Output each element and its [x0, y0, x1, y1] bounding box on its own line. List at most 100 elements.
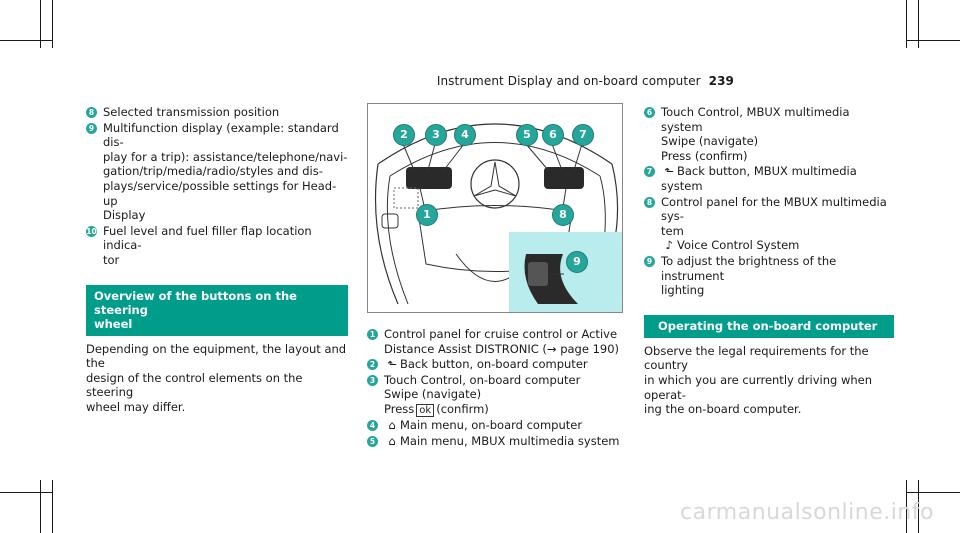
body-line: wheel may differ. — [86, 399, 186, 414]
body-line: Depending on the equipment, the layout a… — [86, 341, 347, 371]
crop-mark — [918, 480, 919, 533]
item-text: lighting — [661, 283, 705, 298]
diagram-callout: 9 — [566, 251, 588, 273]
diagram-callout: 5 — [516, 124, 538, 146]
crop-mark — [906, 492, 960, 493]
item-line: To adjust the brightness of the instrume… — [661, 254, 894, 283]
item-text: gation/trip/media/radio/styles and dis- — [103, 164, 323, 179]
item-text: Multifunction display (example: standard… — [103, 120, 339, 150]
press-label: Press — [384, 401, 415, 416]
item-line: Control panel for the MBUX multimedia sy… — [661, 195, 894, 224]
section-heading: Operating the on-board computer — [644, 314, 894, 338]
list-item: 9 To adjust the brightness of the instrum… — [644, 254, 894, 298]
item-line: ⬑Back button, on-board computer — [384, 357, 629, 372]
steering-wheel-illustration — [374, 123, 622, 312]
body-line: design of the control elements on the st… — [86, 370, 303, 400]
back-or-home-icon: ⬑ — [387, 357, 397, 372]
item-number-badge: 9 — [644, 255, 655, 267]
item-number-badge: 7 — [644, 166, 655, 178]
diagram-callout: 2 — [393, 124, 415, 146]
back-or-home-icon: ⌂ — [388, 433, 396, 448]
heading-line: wheel — [94, 316, 133, 331]
item-subline: Swipe (navigate) — [661, 134, 894, 149]
page-number: 239 — [708, 74, 734, 88]
item-line: gation/trip/media/radio/styles and dis- — [103, 164, 348, 179]
left-control-panel — [406, 167, 452, 189]
item-line: play for a trip): assistance/telephone/n… — [103, 150, 348, 165]
item-line: lighting — [661, 283, 894, 298]
thumbwheel — [528, 262, 548, 286]
body-line: ing the on-board computer. — [644, 402, 802, 417]
list-item: 2 ⬑Back button, on-board computer — [367, 357, 629, 372]
press-suffix: (confirm) — [436, 401, 489, 416]
item-number-badge: 8 — [644, 196, 655, 208]
item-text: Distance Assist DISTRONIC (→ page 190) — [384, 341, 620, 356]
item-line: plays/service/possible settings for Head… — [103, 179, 348, 208]
item-text: To adjust the brightness of the instrume… — [661, 253, 837, 283]
crop-mark — [0, 492, 53, 493]
section-overview-buttons: Overview of the buttons on the steering … — [86, 284, 348, 415]
item-text: Back button, MBUX multimedia system — [661, 164, 857, 193]
item-line: Selected transmission position — [103, 105, 348, 120]
crop-mark — [918, 0, 919, 48]
crop-mark — [40, 0, 41, 48]
item-subline: ♪ Voice Control System — [661, 238, 894, 253]
list-item: 5⌂Main menu, MBUX multimedia system — [367, 434, 629, 449]
header-title: Instrument Display and on-board computer — [436, 74, 701, 88]
heading-line: Overview of the buttons on the steering — [94, 288, 297, 317]
item-subtext: Press (confirm) — [661, 148, 748, 163]
item-text: Display — [103, 208, 146, 223]
crop-mark — [906, 40, 960, 41]
ok-key-icon: ok — [416, 403, 435, 417]
item-text: Control panel for the MBUX multimedia sy… — [661, 194, 887, 224]
item-number-badge: 5 — [367, 435, 378, 447]
item-line: ⬑Back button, MBUX multimedia system — [661, 164, 894, 193]
voice-control-icon: ♪ — [665, 238, 673, 253]
item-subtext: Voice Control System — [677, 238, 800, 253]
item-line: Display — [103, 208, 348, 223]
item-line: Multifunction display (example: standard… — [103, 121, 348, 150]
item-text: Touch Control, MBUX multimedia system — [661, 105, 850, 134]
section-body: Observe the legal requirements for the c… — [644, 344, 894, 417]
diagram-callout: 6 — [542, 124, 564, 146]
diagram-callout: 8 — [552, 204, 574, 226]
diagram-callout: 7 — [572, 124, 594, 146]
item-number-badge: 2 — [367, 359, 378, 371]
body-line: Observe the legal requirements for the c… — [644, 343, 869, 373]
item-text: plays/service/possible settings for Head… — [103, 178, 337, 208]
crop-mark — [906, 0, 907, 48]
item-text: play for a trip): assistance/telephone/n… — [103, 149, 348, 164]
body-line: in which you are currently driving when … — [644, 372, 873, 402]
item-text: Fuel level and fuel filler flap location… — [103, 223, 312, 253]
item-line: Fuel level and fuel filler flap location… — [103, 224, 348, 253]
item-subline: Swipe (navigate) — [384, 387, 629, 402]
section-heading: Overview of the buttons on the steering … — [86, 284, 348, 336]
list-item: 9 Multifunction display (example: standar… — [86, 121, 348, 223]
item-text: Control panel for cruise control or Acti… — [384, 327, 618, 341]
crop-mark — [52, 480, 53, 533]
item-subline: Press (confirm) — [661, 149, 894, 164]
list-item: 8 Control panel for the MBUX multimedia s… — [644, 195, 894, 253]
diagram-callout: 4 — [454, 124, 476, 146]
page-header: Instrument Display and on-board computer… — [437, 74, 734, 88]
crop-mark — [0, 40, 53, 41]
item-number-badge: 9 — [86, 122, 97, 134]
crop-mark — [40, 480, 41, 533]
back-or-home-icon: ⌂ — [388, 417, 396, 432]
diagram-callout: 1 — [416, 204, 438, 226]
item-text: Back button, on-board computer — [400, 357, 588, 372]
item-number-badge: 4 — [367, 419, 378, 431]
item-line: tem — [661, 224, 894, 239]
section-operating: Operating the on-board computer Observe … — [644, 314, 894, 417]
crop-mark — [906, 480, 907, 533]
right-control-panel — [544, 167, 584, 189]
